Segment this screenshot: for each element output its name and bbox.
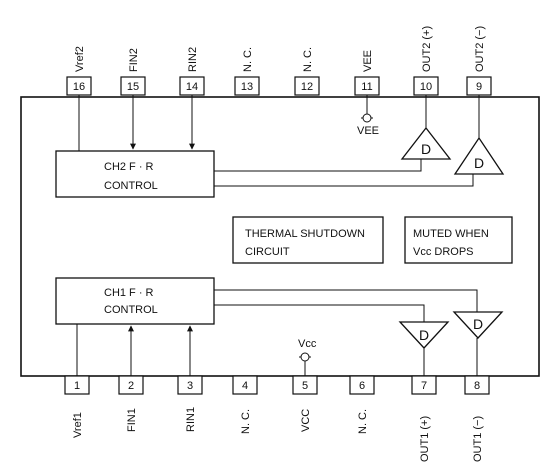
ch1-block-line1: CH1 F · R <box>104 287 154 299</box>
pin-8-number: 8 <box>474 380 480 392</box>
driver-out2-plus: D <box>400 126 452 160</box>
pin-13: 13 N. C. <box>234 47 260 96</box>
vcc-supply-label: Vcc <box>298 338 317 350</box>
pin-14-label: RIN2 <box>187 47 199 72</box>
vee-supply-label: VEE <box>357 125 379 137</box>
pin-14: 14 RIN2 <box>179 47 205 96</box>
pin-4: 4 N. C. <box>232 375 258 434</box>
pin-12-label: N. C. <box>302 47 314 72</box>
pin-9: 9 OUT2 (−) <box>466 26 492 96</box>
pin-10: 10 OUT2 (+) <box>413 26 439 96</box>
pin-13-number: 13 <box>241 81 253 93</box>
pin-2: 2 FIN1 <box>118 375 144 432</box>
pin-1-number: 1 <box>74 380 80 392</box>
ch2-block-line2: CONTROL <box>104 180 158 192</box>
pin-6-label: N. C. <box>357 409 369 434</box>
driver-out1-plus-label: D <box>419 327 429 343</box>
top-pin-row: 16 Vref2 15 FIN2 14 RIN2 13 N. C. 12 N. … <box>66 26 492 96</box>
pin-14-number: 14 <box>186 81 198 93</box>
pin-9-label: OUT2 (−) <box>474 26 486 72</box>
pin-10-label: OUT2 (+) <box>421 26 433 72</box>
ch1-block-line2: CONTROL <box>104 304 158 316</box>
pin-5: 5 VCC <box>292 375 318 432</box>
pin-11: 11 VEE <box>354 50 380 96</box>
ic-body <box>20 96 540 377</box>
pin-15: 15 FIN2 <box>120 48 146 96</box>
pin-5-label: VCC <box>300 409 312 432</box>
pin-12: 12 N. C. <box>294 47 320 96</box>
pin-16-number: 16 <box>73 81 85 93</box>
pin-15-number: 15 <box>127 81 139 93</box>
pin-2-number: 2 <box>128 380 134 392</box>
muted-block-line1: MUTED WHEN <box>413 228 489 240</box>
pin-5-number: 5 <box>302 380 308 392</box>
pin-6-number: 6 <box>359 380 365 392</box>
ch1-control-block: CH1 F · R CONTROL <box>55 277 215 325</box>
pin-8-label: OUT1 (−) <box>472 416 484 462</box>
pin-13-label: N. C. <box>242 47 254 72</box>
pin-8: 8 OUT1 (−) <box>464 375 490 462</box>
bottom-pin-row: 1 Vref1 2 FIN1 3 RIN1 4 N. C. 5 VCC 6 N.… <box>64 375 490 462</box>
pin-3-number: 3 <box>187 380 193 392</box>
pin-3-label: RIN1 <box>185 407 197 432</box>
pin-12-number: 12 <box>301 81 313 93</box>
pin-7: 7 OUT1 (+) <box>411 375 437 462</box>
bottom-wiring <box>76 289 478 376</box>
thermal-block-line2: CIRCUIT <box>245 246 290 258</box>
pin-1: 1 Vref1 <box>64 375 90 438</box>
driver-out1-minus-label: D <box>473 316 483 332</box>
thermal-shutdown-block: THERMAL SHUTDOWN CIRCUIT <box>232 216 384 264</box>
pin-16-label: Vref2 <box>74 46 86 72</box>
pin-16: 16 Vref2 <box>66 46 92 96</box>
driver-out1-minus: D <box>452 311 504 339</box>
pin-7-number: 7 <box>421 380 427 392</box>
driver-out2-minus: D <box>453 136 505 175</box>
pin-11-number: 11 <box>361 81 372 93</box>
pin-3: 3 RIN1 <box>177 375 203 432</box>
pin-10-number: 10 <box>420 81 432 93</box>
pin-6: 6 N. C. <box>349 375 375 434</box>
driver-out1-plus: D <box>398 321 450 349</box>
pin-9-number: 9 <box>476 81 482 93</box>
pin-4-number: 4 <box>242 380 248 392</box>
driver-out2-plus-label: D <box>421 141 431 157</box>
muted-when-block: MUTED WHEN Vcc DROPS <box>404 216 513 264</box>
muted-block-line2: Vcc DROPS <box>413 246 474 258</box>
pin-1-label: Vref1 <box>72 412 84 438</box>
pin-2-label: FIN1 <box>126 408 138 432</box>
thermal-block-line1: THERMAL SHUTDOWN <box>245 228 365 240</box>
top-wiring <box>78 95 480 187</box>
ch2-control-block: CH2 F · R CONTROL <box>55 150 215 198</box>
pin-7-label: OUT1 (+) <box>419 416 431 462</box>
pin-4-label: N. C. <box>240 409 252 434</box>
driver-out2-minus-label: D <box>474 155 484 171</box>
pin-11-label: VEE <box>362 50 374 72</box>
pin-15-label: FIN2 <box>128 48 140 72</box>
ch2-block-line1: CH2 F · R <box>104 161 154 173</box>
